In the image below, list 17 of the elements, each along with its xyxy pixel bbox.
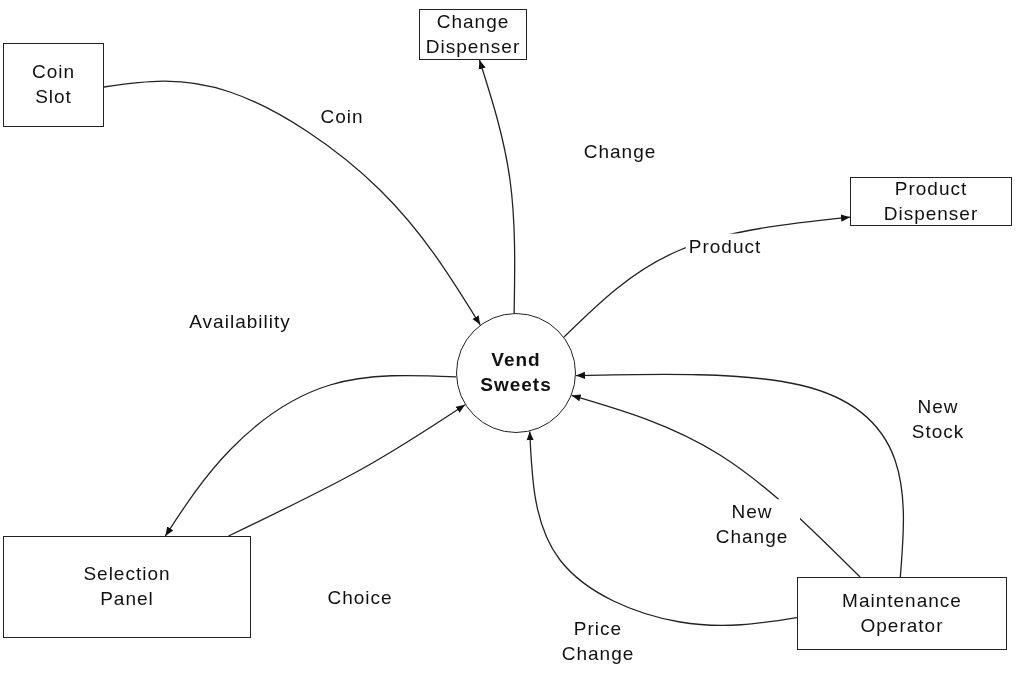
arrow	[478, 59, 516, 314]
entity-box	[797, 577, 1007, 650]
arrow	[575, 371, 905, 578]
node-label: Change Dispenser	[424, 9, 522, 59]
node-label: Coin Slot	[30, 60, 77, 109]
node-label: Maintenance Operator	[841, 588, 963, 638]
entity-box	[3, 536, 251, 638]
arrow	[164, 374, 457, 537]
node-label: Vend Sweets	[479, 348, 553, 397]
node-label: Product Dispenser	[882, 176, 980, 226]
arrow	[227, 404, 466, 537]
node-label: Selection Panel	[82, 562, 172, 611]
arrow	[103, 80, 481, 326]
entity-box	[850, 177, 1012, 226]
arrow	[571, 394, 861, 578]
arrow	[526, 430, 798, 627]
entity-box	[3, 43, 104, 127]
